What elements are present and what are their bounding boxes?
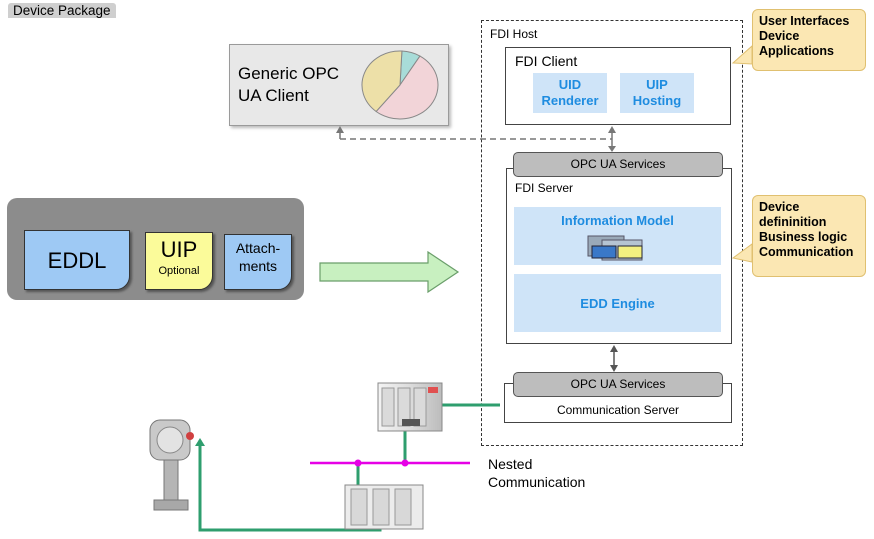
uid-renderer-box: UID Renderer	[533, 73, 607, 113]
callout-server-line: Business logic	[759, 230, 848, 244]
device-package-label: Device Package	[8, 3, 116, 18]
communication-server-label: Communication Server	[556, 403, 680, 417]
uip-hosting-label: UIP Hosting	[632, 77, 682, 108]
fdi-client-label: FDI Client	[515, 53, 578, 69]
callout-server-line: defininition	[759, 215, 827, 229]
fdi-server-label: FDI Server	[515, 181, 574, 195]
generic-opc-ua-client-label: Generic OPC UA Client	[238, 64, 340, 105]
fdi-host-box: FDI Host	[481, 20, 743, 446]
information-model-box: Information Model	[514, 207, 721, 265]
uip-document: UIP Optional	[145, 232, 213, 290]
controller-device-image	[377, 382, 443, 432]
nested-communication-label: Nested Communication	[488, 456, 586, 490]
uip-optional-label: Optional	[158, 265, 200, 277]
callout-client-line: Applications	[759, 44, 835, 58]
device-cables	[198, 403, 500, 532]
import-label: Import	[361, 262, 399, 277]
callout-client-line: User Interfaces	[759, 14, 850, 28]
edd-engine-box: EDD Engine	[514, 274, 721, 332]
callout-server-line: Device	[759, 200, 800, 214]
callout-server: Device defininition Business logic Commu…	[752, 195, 866, 277]
opc-ua-services-top: OPC UA Services	[513, 152, 723, 177]
callout-client-line: Device	[759, 29, 800, 43]
edd-engine-label: EDD Engine	[580, 296, 655, 311]
eddl-document: EDDL	[24, 230, 130, 290]
fdi-host-label: FDI Host	[490, 27, 538, 41]
pressure-transmitter-image	[149, 419, 194, 511]
uid-renderer-label: UID Renderer	[541, 77, 599, 108]
arrowhead-up-generic	[336, 126, 344, 133]
callout-server-line: Communication	[759, 245, 854, 259]
uip-hosting-box: UIP Hosting	[620, 73, 694, 113]
attachments-document: Attach-ments	[224, 234, 292, 290]
information-model-label: Information Model	[561, 213, 674, 228]
uip-document-label: UIP	[160, 237, 198, 262]
arrowhead-up-transmitter	[195, 438, 205, 446]
opc-ua-services-bottom: OPC UA Services	[513, 372, 723, 397]
callout-client: User Interfaces Device Applications	[752, 9, 866, 71]
remote-io-device-image	[344, 484, 424, 530]
network-nodes	[354, 459, 409, 513]
generic-opc-ua-client-box: Generic OPC UA Client	[229, 44, 449, 126]
